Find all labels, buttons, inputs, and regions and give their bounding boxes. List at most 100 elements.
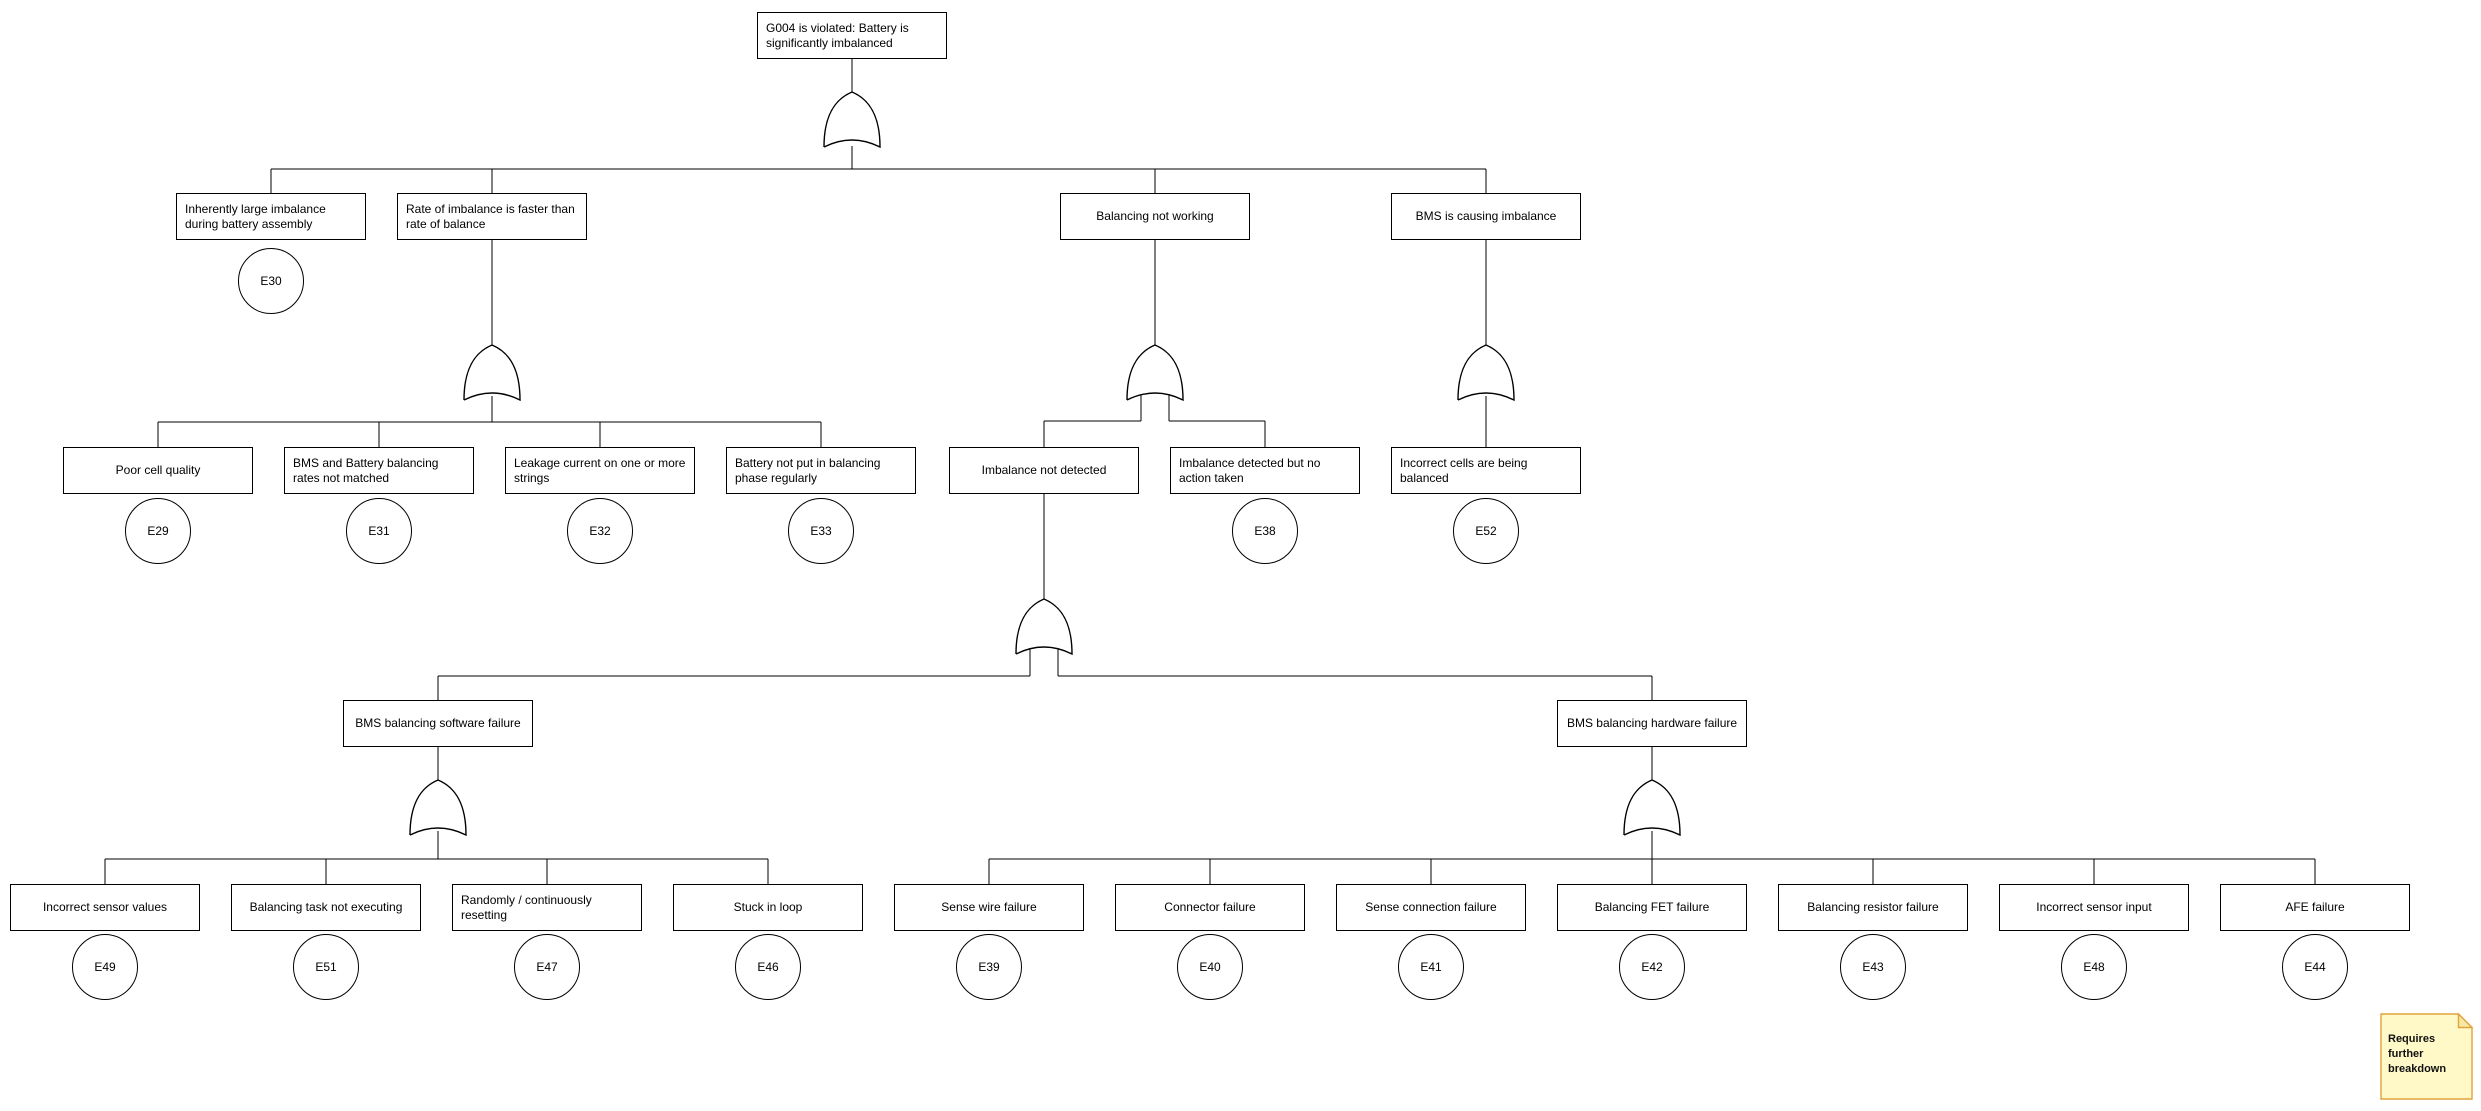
node-label: Balancing not working [1096, 209, 1214, 223]
node-label: BMS balancing software failure [355, 716, 521, 730]
node-box-n17[interactable]: Randomly / continuously resetting [452, 884, 642, 931]
event-circle-E40[interactable]: E40 [1177, 934, 1243, 1000]
event-circle-E38[interactable]: E38 [1232, 498, 1298, 564]
node-box-n4[interactable]: Balancing not working [1060, 193, 1250, 240]
node-label: Rate of imbalance is faster than rate of… [406, 201, 575, 231]
node-label: Incorrect sensor values [42, 900, 168, 914]
node-box-n5[interactable]: BMS is causing imbalance [1391, 193, 1581, 240]
event-code: E39 [978, 960, 1000, 974]
or-gate-icon[interactable] [463, 344, 521, 402]
node-label: Sense wire failure [941, 900, 1037, 914]
event-code: E51 [315, 960, 337, 974]
node-label: Balancing task not executing [249, 900, 403, 914]
node-box-n23[interactable]: Balancing resistor failure [1778, 884, 1968, 931]
node-box-n13[interactable]: BMS balancing software failure [343, 700, 533, 747]
event-circle-E33[interactable]: E33 [788, 498, 854, 564]
node-box-n9[interactable]: Battery not put in balancing phase regul… [726, 447, 916, 494]
event-circle-E52[interactable]: E52 [1453, 498, 1519, 564]
event-code: E47 [536, 960, 558, 974]
event-code: E43 [1862, 960, 1884, 974]
event-circle-E48[interactable]: E48 [2061, 934, 2127, 1000]
node-box-n25[interactable]: AFE failure [2220, 884, 2410, 931]
node-box-n2[interactable]: Inherently large imbalance during batter… [176, 193, 366, 240]
event-code: E42 [1641, 960, 1663, 974]
event-circle-E51[interactable]: E51 [293, 934, 359, 1000]
or-gate-icon[interactable] [1457, 344, 1515, 402]
event-code: E44 [2304, 960, 2326, 974]
or-gate-icon[interactable] [1126, 344, 1184, 402]
sticky-note-shape [2380, 1013, 2473, 1100]
node-box-n15[interactable]: Incorrect sensor values [10, 884, 200, 931]
node-label: Randomly / continuously resetting [461, 892, 592, 922]
node-box-n16[interactable]: Balancing task not executing [231, 884, 421, 931]
or-gate-icon[interactable] [823, 91, 881, 149]
sticky-note-fold-corner-icon [2457, 1013, 2473, 1029]
or-gate-icon[interactable] [1623, 779, 1681, 837]
event-circle-E32[interactable]: E32 [567, 498, 633, 564]
event-code: E41 [1420, 960, 1442, 974]
node-label: Leakage current on one or more strings [514, 455, 686, 485]
event-code: E46 [757, 960, 779, 974]
node-box-n11[interactable]: Imbalance detected but no action taken [1170, 447, 1360, 494]
event-circle-E41[interactable]: E41 [1398, 934, 1464, 1000]
node-box-n22[interactable]: Balancing FET failure [1557, 884, 1747, 931]
event-code: E48 [2083, 960, 2105, 974]
event-circle-E42[interactable]: E42 [1619, 934, 1685, 1000]
event-circle-E44[interactable]: E44 [2282, 934, 2348, 1000]
node-label: Battery not put in balancing phase regul… [735, 455, 881, 485]
event-code: E33 [810, 524, 832, 538]
event-circle-E46[interactable]: E46 [735, 934, 801, 1000]
node-box-n21[interactable]: Sense connection failure [1336, 884, 1526, 931]
or-gate-icon[interactable] [409, 779, 467, 837]
node-box-n6[interactable]: Poor cell quality [63, 447, 253, 494]
node-label: Imbalance not detected [981, 463, 1107, 477]
event-code: E49 [94, 960, 116, 974]
node-box-n19[interactable]: Sense wire failure [894, 884, 1084, 931]
node-label: Sense connection failure [1365, 900, 1497, 914]
node-box-n10[interactable]: Imbalance not detected [949, 447, 1139, 494]
event-code: E31 [368, 524, 390, 538]
node-label: Connector failure [1164, 900, 1256, 914]
node-label: BMS is causing imbalance [1415, 209, 1557, 223]
node-box-n3[interactable]: Rate of imbalance is faster than rate of… [397, 193, 587, 240]
node-label: Stuck in loop [733, 900, 803, 914]
node-label: Balancing FET failure [1594, 900, 1710, 914]
event-circle-E30[interactable]: E30 [238, 248, 304, 314]
sticky-note-body [2380, 1013, 2473, 1100]
event-circle-E43[interactable]: E43 [1840, 934, 1906, 1000]
or-gates [409, 91, 1681, 837]
node-label: Poor cell quality [115, 463, 201, 477]
node-box-n8[interactable]: Leakage current on one or more strings [505, 447, 695, 494]
event-code: E30 [260, 274, 282, 288]
node-label: Incorrect cells are being balanced [1400, 455, 1528, 485]
event-circle-E29[interactable]: E29 [125, 498, 191, 564]
node-box-n24[interactable]: Incorrect sensor input [1999, 884, 2189, 931]
node-box-n12[interactable]: Incorrect cells are being balanced [1391, 447, 1581, 494]
sticky-note[interactable]: Requires further breakdown [2380, 1013, 2473, 1100]
event-code: E29 [147, 524, 169, 538]
node-box-n7[interactable]: BMS and Battery balancing rates not matc… [284, 447, 474, 494]
node-box-n14[interactable]: BMS balancing hardware failure [1557, 700, 1747, 747]
node-label: Imbalance detected but no action taken [1179, 455, 1321, 485]
sticky-note-text: Requires further breakdown [2388, 1033, 2447, 1075]
event-circle-E31[interactable]: E31 [346, 498, 412, 564]
event-circle-E39[interactable]: E39 [956, 934, 1022, 1000]
event-code: E40 [1199, 960, 1221, 974]
node-label: AFE failure [2285, 900, 2345, 914]
node-label: Balancing resistor failure [1807, 900, 1939, 914]
node-box-n18[interactable]: Stuck in loop [673, 884, 863, 931]
connector-lines [104, 58, 2316, 885]
event-code: E32 [589, 524, 611, 538]
or-gate-icon[interactable] [1015, 598, 1073, 656]
node-label: Incorrect sensor input [2036, 900, 2152, 914]
node-box-n1[interactable]: G004 is violated: Battery is significant… [757, 12, 947, 59]
node-box-n20[interactable]: Connector failure [1115, 884, 1305, 931]
event-code: E38 [1254, 524, 1276, 538]
node-label: G004 is violated: Battery is significant… [766, 20, 909, 50]
event-circle-E49[interactable]: E49 [72, 934, 138, 1000]
node-label: BMS balancing hardware failure [1566, 716, 1738, 730]
event-circle-E47[interactable]: E47 [514, 934, 580, 1000]
node-label: Inherently large imbalance during batter… [185, 201, 326, 231]
